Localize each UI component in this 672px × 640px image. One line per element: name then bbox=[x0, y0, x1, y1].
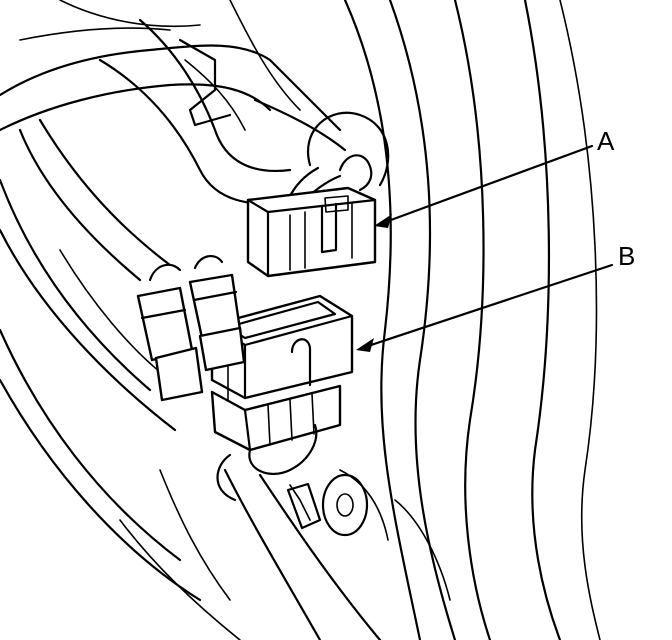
connector-a bbox=[246, 186, 377, 278]
body-panel bbox=[339, 0, 601, 640]
leader-line-b bbox=[360, 263, 614, 350]
mounting-hole bbox=[321, 473, 369, 537]
leader-line-a bbox=[378, 144, 594, 226]
leader-lines bbox=[356, 144, 614, 352]
arrowhead-b bbox=[356, 338, 374, 352]
arrowhead-a bbox=[374, 214, 392, 228]
wire-harness-upper bbox=[0, 0, 347, 205]
side-connectors bbox=[0, 118, 246, 640]
callout-label-a: A bbox=[597, 126, 615, 156]
callout-label-b: B bbox=[618, 241, 635, 271]
wire-loop-b bbox=[216, 423, 382, 640]
